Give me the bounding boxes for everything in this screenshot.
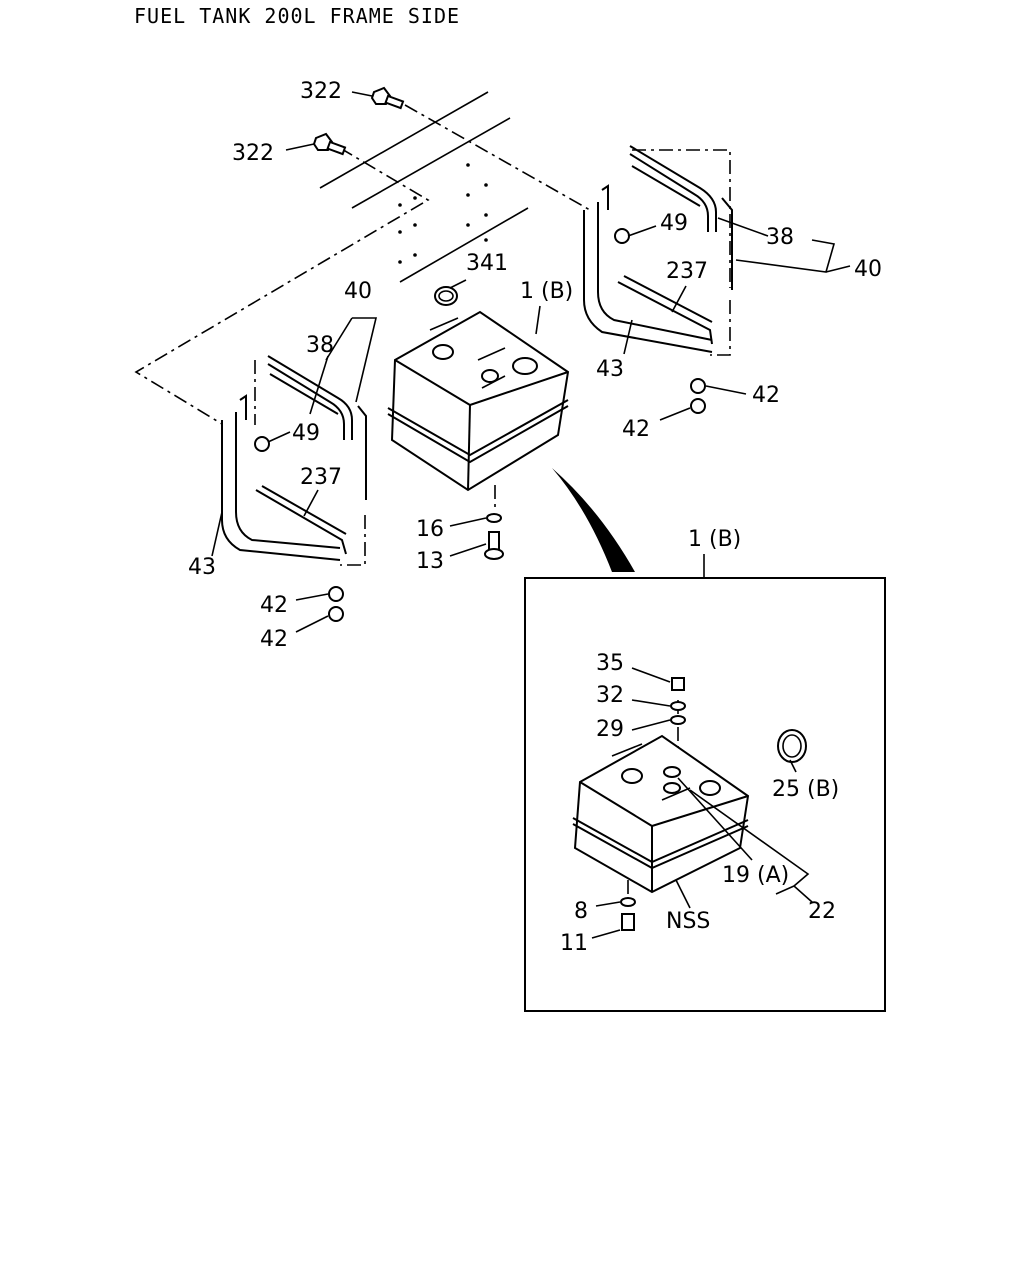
callout-13: 13 <box>416 549 444 574</box>
page-title: FUEL TANK 200L FRAME SIDE <box>134 4 461 28</box>
callout-49-left: 49 <box>292 421 320 446</box>
bolt-322-second <box>312 132 347 156</box>
callout-49-right: 49 <box>660 211 688 236</box>
callout-32: 32 <box>596 683 624 708</box>
fuel-tank-detail <box>572 734 750 894</box>
callout-322-second: 322 <box>232 141 274 166</box>
callout-237-right: 237 <box>666 259 708 284</box>
callout-25b: 25 (B) <box>772 777 839 802</box>
clamp-341 <box>434 286 458 306</box>
callout-35: 35 <box>596 651 624 676</box>
callout-42-left-a: 42 <box>260 593 288 618</box>
callout-1b-detail: 1 (B) <box>688 527 741 552</box>
leader-lines <box>211 91 851 939</box>
callout-22: 22 <box>808 899 836 924</box>
callout-1b-main: 1 (B) <box>520 279 573 304</box>
detail-small-parts <box>620 677 807 931</box>
callout-nss: NSS <box>666 909 710 934</box>
callout-40-right: 40 <box>854 257 882 282</box>
callout-38-right: 38 <box>766 225 794 250</box>
callout-43-right: 43 <box>596 357 624 382</box>
callout-42-right-a: 42 <box>752 383 780 408</box>
drain-parts <box>484 513 504 560</box>
callout-43-left: 43 <box>188 555 216 580</box>
callout-42-right-b: 42 <box>622 417 650 442</box>
callout-19a: 19 (A) <box>722 863 789 888</box>
fuel-tank-main <box>387 310 570 492</box>
callout-8: 8 <box>574 899 588 924</box>
bolt-322-top <box>370 86 405 110</box>
callout-341: 341 <box>466 251 508 276</box>
callout-42-left-b: 42 <box>260 627 288 652</box>
detail-arrow <box>552 468 635 572</box>
callout-40-left: 40 <box>344 279 372 304</box>
callout-237-left: 237 <box>300 465 342 490</box>
callout-29: 29 <box>596 717 624 742</box>
frame-rail <box>319 91 529 283</box>
left-bracket-assembly <box>221 355 367 622</box>
right-bracket-assembly <box>583 145 733 414</box>
callout-322-top: 322 <box>300 79 342 104</box>
detail-box <box>524 577 886 1012</box>
callout-38-left: 38 <box>306 333 334 358</box>
callout-16: 16 <box>416 517 444 542</box>
callout-11: 11 <box>560 931 588 956</box>
